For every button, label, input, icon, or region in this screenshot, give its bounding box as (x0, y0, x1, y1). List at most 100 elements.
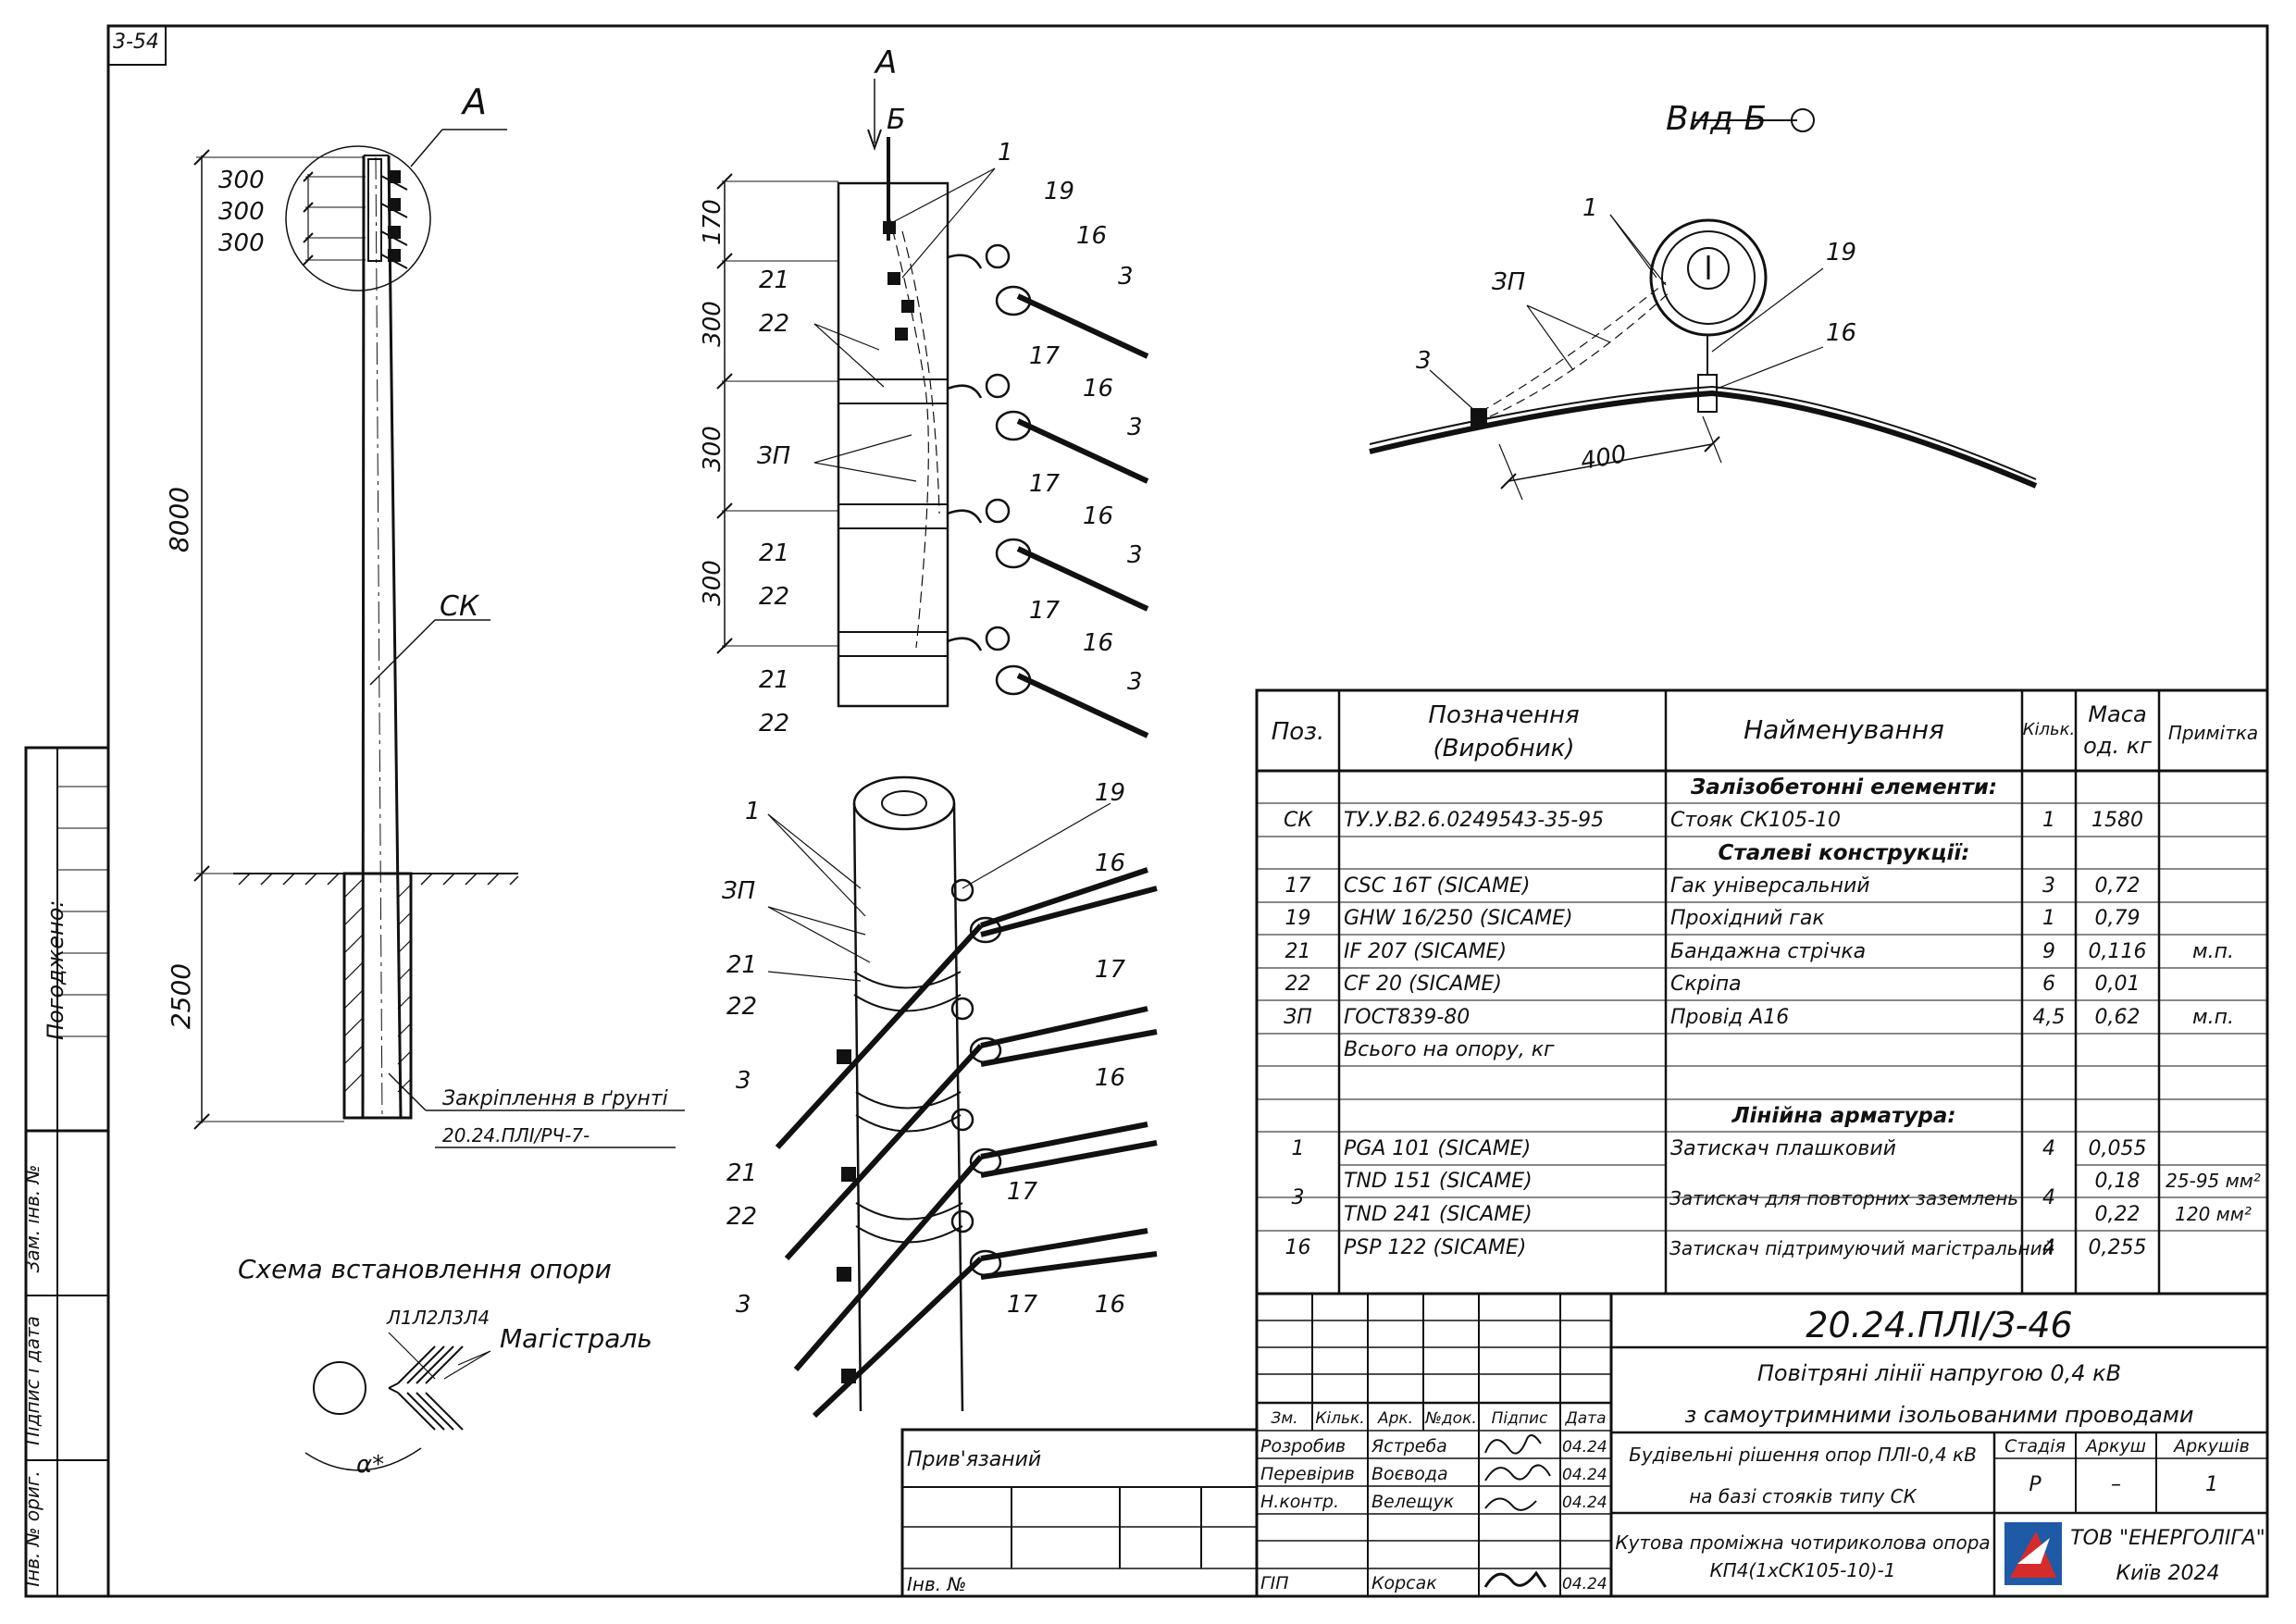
sheet-value: – (2111, 1473, 2121, 1496)
drawing-code: 20.24.ПЛІ/З-46 (1806, 1305, 2073, 1345)
stage-value: Р (2029, 1473, 2042, 1496)
row-2-des: GHW 16/250 (SICAME) (1344, 907, 1573, 930)
col-head-designation: Позначення (Виробник) (1428, 701, 1580, 762)
detail-pos-21c: 21 (759, 666, 790, 694)
row-9-pos: 16 (1285, 1236, 1311, 1259)
view-b-pos-16: 16 (1826, 319, 1857, 347)
row-7-qty: 4 (2042, 1137, 2055, 1160)
ground-label: Закріплення в ґрунті (442, 1087, 668, 1110)
dim-2500: 2500 (166, 962, 197, 1030)
detail-dim-300-1: 300 (698, 301, 726, 347)
row-0-name: Стояк СК105-10 (1670, 809, 1842, 832)
col-zm: Зм. (1271, 1409, 1298, 1428)
row-8-qty: 4 (2042, 1186, 2055, 1209)
row-9-name: Затискач підтримуючий магістральний (1669, 1237, 2054, 1259)
detail-pos-3c: 3 (1127, 541, 1143, 569)
role-1: Розробив (1260, 1436, 1347, 1457)
installation-scheme (304, 1332, 491, 1471)
detail-dim-170: 170 (698, 199, 726, 245)
row-8-mass2: 0,22 (2094, 1203, 2141, 1226)
drawing-name-1: Кутова проміжна чотириколова опора (1615, 1531, 1991, 1554)
detail-pos-16a: 16 (1076, 222, 1108, 250)
iso-pos-17c: 17 (1007, 1291, 1038, 1319)
detail-pos-17a: 17 (1029, 342, 1061, 370)
view-b-pos-3: 3 (1416, 347, 1432, 375)
iso-pos-17a: 17 (1095, 956, 1126, 984)
row-8-note2: 120 мм² (2175, 1203, 2252, 1225)
row-5-pos: ЗП (1284, 1006, 1312, 1029)
detail-a-elevation (716, 79, 1149, 738)
name-3: Велещук (1371, 1492, 1455, 1512)
iso-pos-16b: 16 (1095, 1064, 1126, 1092)
title-block-grid (900, 1292, 2269, 1598)
detail-dim-300-2: 300 (698, 426, 726, 472)
iso-pos-19: 19 (1095, 779, 1126, 807)
orig-inv-label: Інв. № ориг. (21, 1470, 43, 1587)
row-8-mass: 0,18 (2094, 1170, 2141, 1193)
scheme-lines: Л1Л2Л3Л4 (387, 1307, 490, 1329)
detail-pos-19: 19 (1044, 178, 1075, 205)
company-name: ТОВ "ЕНЕРГОЛІГА" (2070, 1527, 2265, 1550)
section-fittings: Лінійна арматура: (1731, 1104, 1956, 1128)
date-4: 04.24 (1562, 1575, 1607, 1593)
col-pidpys: Підпис (1491, 1409, 1548, 1428)
row-0-pos: СК (1284, 809, 1312, 832)
detail-pos-22b: 22 (759, 583, 790, 611)
row-8-des2: TND 241 (SICAME) (1344, 1203, 1533, 1226)
iso-pos-21a: 21 (726, 951, 758, 979)
row-5-note: м.п. (2192, 1006, 2234, 1029)
company-logo (2004, 1522, 2062, 1585)
title-line2: з самоутримними ізольованими проводами (1684, 1402, 2194, 1428)
date-2: 04.24 (1562, 1466, 1607, 1484)
row-2-qty: 1 (2042, 907, 2055, 930)
row-3-note: м.п. (2192, 940, 2234, 963)
detail-pos-3d: 3 (1127, 668, 1143, 696)
detail-pos-17c: 17 (1029, 597, 1061, 625)
inv-label: Інв. № (907, 1573, 967, 1595)
row-4-qty: 6 (2042, 973, 2055, 996)
row-9-des: PSP 122 (SICAME) (1344, 1236, 1527, 1259)
dim-300-1: 300 (218, 167, 265, 194)
row-7-pos: 1 (1291, 1137, 1305, 1160)
row-5-name: Провід А16 (1670, 1006, 1790, 1029)
view-b-title: Вид Б (1666, 100, 1768, 138)
ck-label: СК (440, 590, 479, 623)
role-4: ГІП (1260, 1573, 1289, 1593)
dim-300-3: 300 (218, 229, 265, 257)
row-0-mass: 1580 (2091, 809, 2143, 832)
sheet-number-box (107, 25, 167, 66)
sheets-head: Аркушів (2174, 1436, 2250, 1457)
sheet-head: Аркуш (2085, 1436, 2147, 1457)
row-5-qty: 4,5 (2032, 1006, 2066, 1029)
scheme-angle: α* (356, 1451, 385, 1479)
row-8-pos: 3 (1291, 1186, 1305, 1209)
scheme-trunk: Магістраль (500, 1323, 652, 1354)
row-5-mass: 0,62 (2094, 1006, 2141, 1029)
row-3-mass: 0,116 (2088, 940, 2147, 963)
detail-pos-3a: 3 (1118, 263, 1134, 291)
row-0-des: ТУ.У.В2.6.0249543-35-95 (1344, 809, 1605, 832)
col-ark: Арк. (1377, 1409, 1414, 1428)
col-head-note: Примітка (2167, 722, 2259, 744)
col-kilk: Кільк. (1315, 1409, 1365, 1428)
date-3: 04.24 (1562, 1494, 1607, 1512)
detail-dim-300-3: 300 (698, 560, 726, 606)
pole-elevation (193, 129, 685, 1148)
row-2-pos: 19 (1285, 907, 1311, 930)
subtitle-1: Будівельні рішення опор ПЛІ-0,4 кВ (1629, 1444, 1977, 1466)
name-2: Воєвода (1371, 1464, 1448, 1484)
row-3-des: IF 207 (SICAME) (1344, 940, 1508, 963)
row-3-pos: 21 (1285, 940, 1311, 963)
row-2-name: Прохідний гак (1670, 907, 1825, 930)
detail-label-a: А (875, 44, 898, 81)
detail-pos-21b: 21 (759, 539, 790, 567)
role-3: Н.контр. (1260, 1492, 1340, 1512)
replaced-inv-label: Зам. інв. № (21, 1164, 43, 1273)
view-b-pos-zp: ЗП (1492, 268, 1526, 296)
left-strip-frame (24, 746, 110, 1598)
sign-date-label: Підпис і дата (21, 1316, 43, 1445)
iso-pos-3b: 3 (736, 1291, 751, 1319)
city-year: Київ 2024 (2116, 1562, 2220, 1585)
iso-pos-zp: ЗП (722, 877, 756, 905)
